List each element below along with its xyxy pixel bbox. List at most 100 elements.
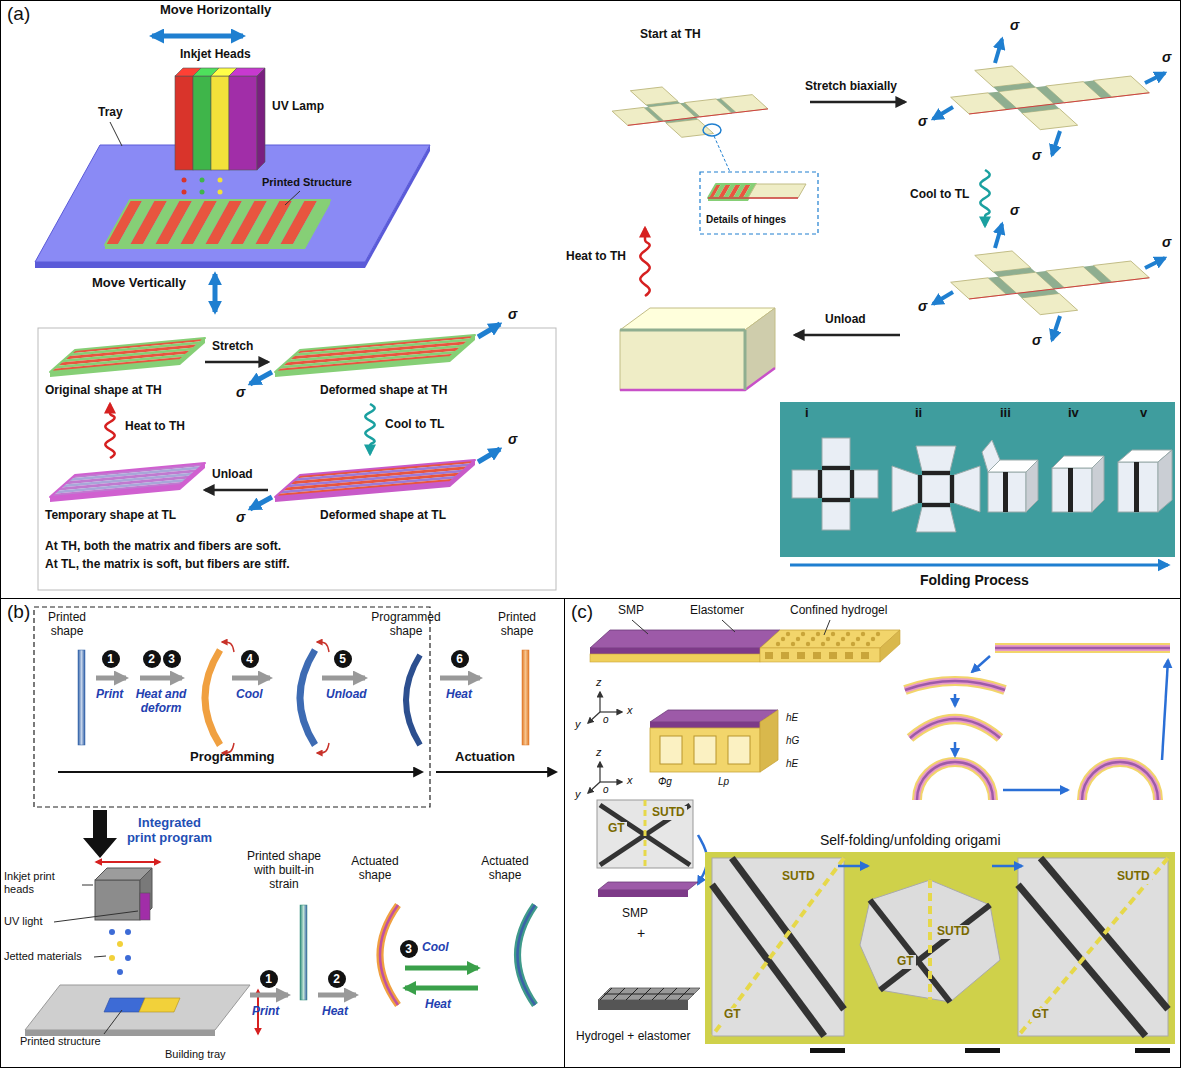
- move-arrow: [96, 861, 160, 863]
- printed-bar: [300, 905, 307, 1000]
- state-caption: Deformed shape at TH: [320, 384, 447, 398]
- hydrogel-cell: [765, 652, 773, 659]
- jetted-drop: [125, 929, 131, 935]
- process-arrow: [790, 564, 1168, 567]
- hinge: [644, 107, 664, 122]
- sheet-panel: [954, 466, 980, 512]
- ink-drop: [182, 190, 187, 195]
- hinge: [988, 277, 1017, 295]
- elastomer-layer: [760, 648, 880, 662]
- fiber-stripe: [279, 476, 458, 494]
- step-arrow: [232, 676, 270, 681]
- stress-arrow: [1052, 131, 1060, 155]
- step-label: Cool to TL: [385, 418, 444, 432]
- sequence-arrow: [992, 865, 1022, 868]
- hydrogel-pillar: [826, 637, 830, 641]
- stress-arrow: [1145, 258, 1165, 268]
- sheet-panel: [822, 470, 850, 498]
- step-arrow: [318, 993, 356, 998]
- step-arrow: [440, 676, 480, 681]
- move-arrow: [152, 34, 243, 39]
- head-side: [257, 68, 265, 170]
- step-label: Heat: [322, 1005, 348, 1019]
- state-caption: Start at TH: [640, 28, 701, 42]
- step-number: 3: [168, 653, 175, 665]
- actuated-bar: [522, 650, 529, 745]
- folded-box: [1118, 462, 1158, 512]
- step-label: Unload: [825, 313, 866, 327]
- sheet-panel: [982, 440, 1000, 472]
- bilayer-strip: [905, 681, 1005, 690]
- hydrogel-pillar: [806, 642, 810, 646]
- hydrogel-pillar: [791, 642, 795, 646]
- part-label: Inkjet Heads: [180, 48, 251, 62]
- step-arrow: [322, 676, 365, 681]
- bilayer-strip: [995, 643, 1170, 653]
- state-caption: Printed shape: [488, 611, 546, 639]
- dimension-label: Lp: [718, 776, 729, 788]
- squiggle-arrow: [640, 228, 649, 296]
- smp-layer: [598, 882, 698, 890]
- smp-layer: [598, 890, 688, 897]
- jetted-drop: [109, 929, 115, 935]
- step-label: Cool: [236, 688, 263, 702]
- state-caption: Programmed shape: [366, 611, 446, 639]
- sheet-panel: [854, 470, 878, 498]
- uv-light: [140, 893, 150, 920]
- stress-symbol: σ: [236, 384, 245, 400]
- hinge: [988, 92, 1017, 110]
- part-label: Hydrogel + elastomer: [576, 1030, 690, 1044]
- hydrogel-cell: [660, 736, 682, 764]
- state-caption: Deformed shape at TL: [320, 509, 446, 523]
- hydrogel-pillar: [821, 642, 825, 646]
- ink-drop: [200, 190, 205, 195]
- stress-arrow: [250, 497, 272, 509]
- stress-arrow: [995, 224, 1002, 248]
- step-label: Stretch biaxially: [805, 80, 897, 94]
- actuated-bar: [380, 905, 398, 1005]
- hinge-edge: [708, 197, 798, 199]
- state-caption: Temporary shape at TL: [45, 509, 176, 523]
- step-label: Heat: [446, 688, 472, 702]
- hinge: [1036, 86, 1065, 104]
- hinge: [1017, 104, 1059, 113]
- squiggle-arrow: [365, 404, 374, 454]
- step-circle: 4: [241, 650, 259, 668]
- step-arrow: [205, 489, 268, 492]
- move-arrow: [213, 274, 218, 312]
- step-circle: 2: [328, 970, 346, 988]
- step-number: 2: [148, 653, 155, 665]
- stress-arrow: [478, 324, 500, 337]
- origami-sheet: [597, 800, 693, 868]
- axis: [600, 711, 622, 712]
- bilayer-strip: [917, 762, 993, 800]
- logo-text: SUTD: [650, 806, 687, 820]
- actuated-bar: [518, 905, 536, 1005]
- logo-text: GT: [895, 955, 916, 969]
- bilayer-strip: [910, 719, 1000, 738]
- hydrogel-cell: [797, 652, 805, 659]
- actuated-bar: [518, 905, 536, 1005]
- axis: [600, 781, 622, 782]
- axis: [588, 712, 600, 723]
- hinge: [1083, 265, 1112, 283]
- scale-bar: [810, 1048, 845, 1053]
- hydrogel-pillar: [876, 632, 880, 636]
- step-label: Unload: [326, 688, 367, 702]
- frame-number: ii: [915, 406, 922, 421]
- jetted-drop: [109, 955, 115, 961]
- sequence-arrow: [954, 694, 957, 706]
- hinge-bar: [1003, 472, 1008, 512]
- step-arrow: [205, 361, 268, 364]
- sheet-panel: [922, 475, 950, 503]
- hinge-edge: [969, 93, 1149, 114]
- inkjet-head: [175, 76, 193, 170]
- flow-label: Integrated print program: [122, 816, 217, 846]
- stress-symbol: σ: [1010, 17, 1019, 33]
- elastomer-layer: [590, 654, 760, 662]
- logo-text: GT: [722, 1008, 743, 1022]
- phase-arrow: [58, 771, 422, 773]
- tray-side: [35, 262, 365, 268]
- stress-symbol: σ: [918, 113, 927, 129]
